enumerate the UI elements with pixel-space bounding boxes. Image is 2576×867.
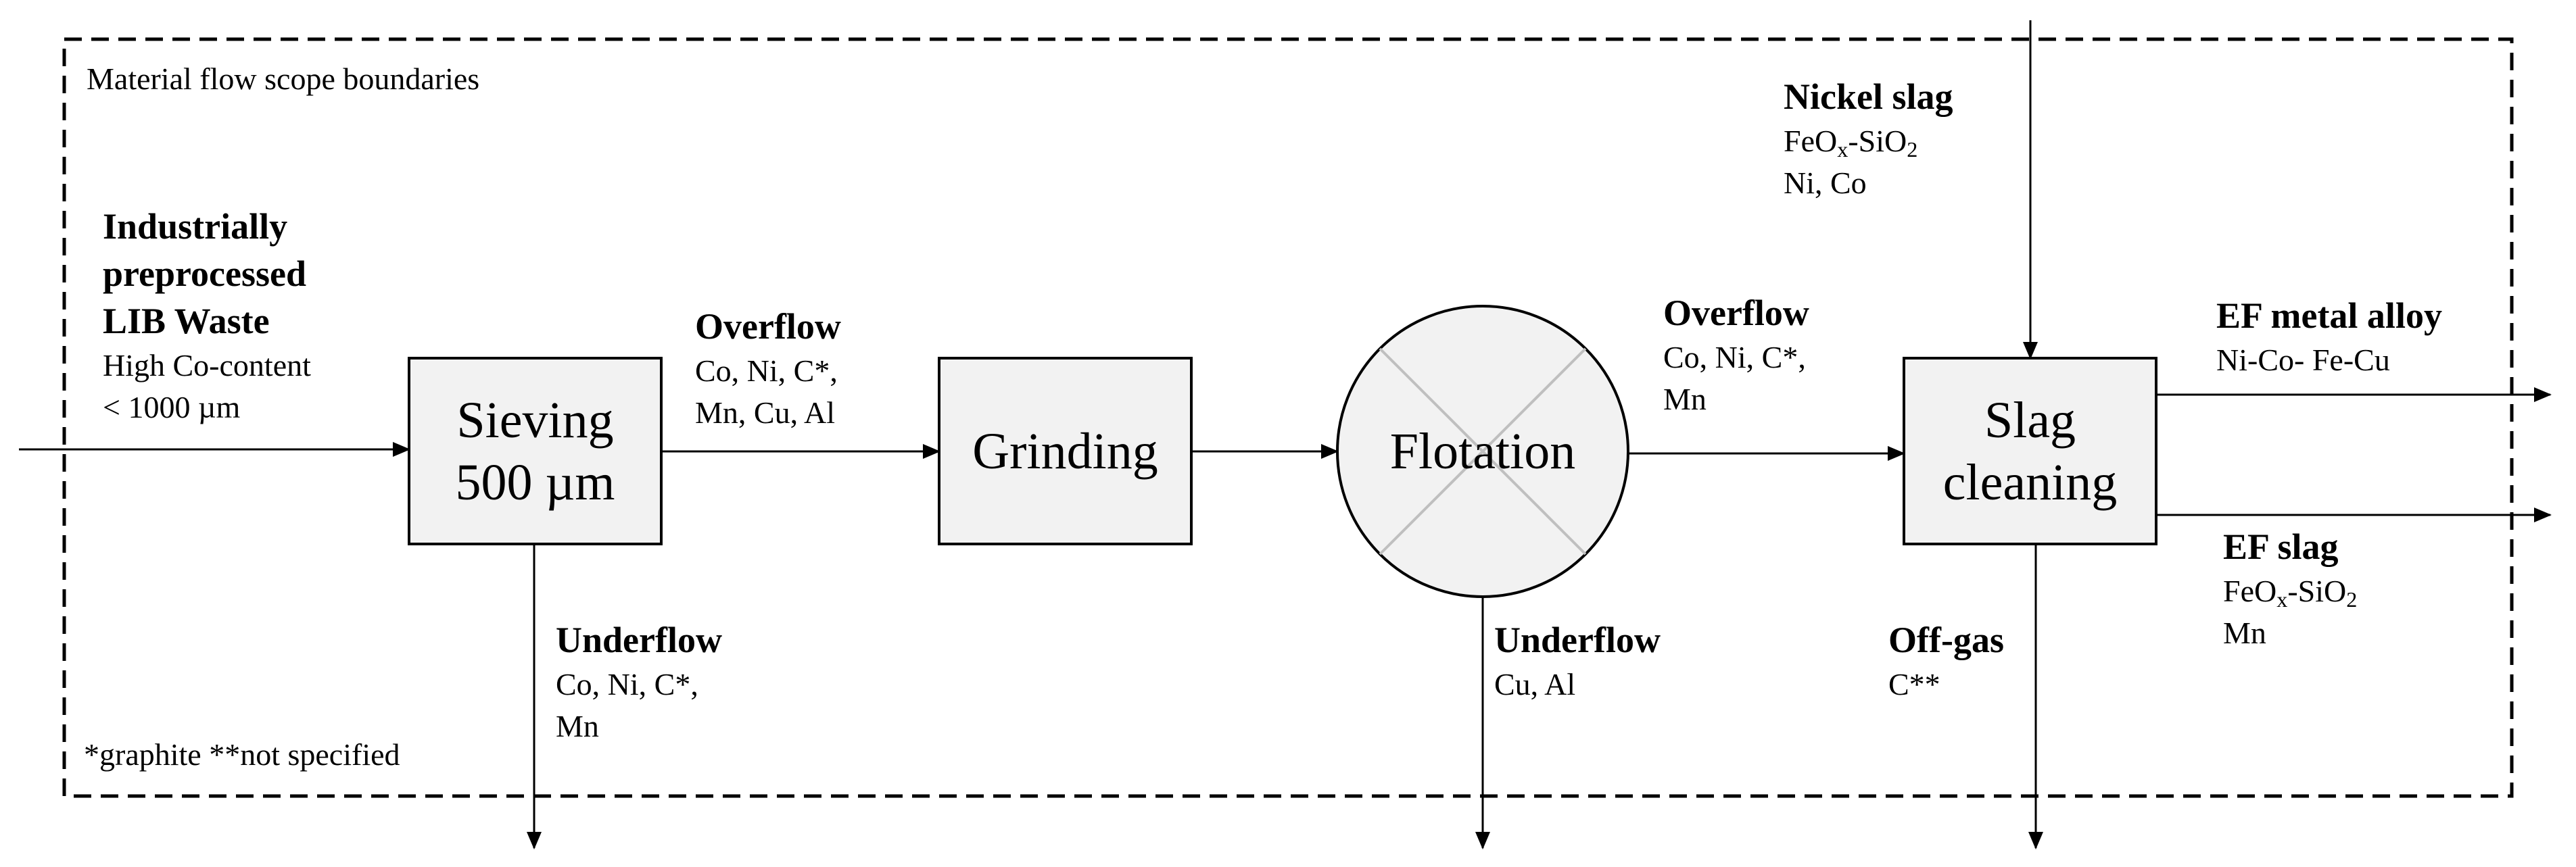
formula-part: -SiO bbox=[2287, 574, 2347, 608]
slag-cleaning-label: Slag cleaning bbox=[1904, 389, 2156, 514]
flotation-underflow-line: Cu, Al bbox=[1494, 667, 1576, 701]
input-detail-line: < 1000 µm bbox=[103, 390, 241, 424]
input-title-line: preprocessed bbox=[103, 253, 306, 294]
sieve-overflow-title: Overflow bbox=[695, 306, 841, 347]
formula-subscript: x bbox=[1837, 137, 1848, 162]
formula-part: FeO bbox=[1784, 124, 1838, 158]
flotation-label: Flotation bbox=[1389, 423, 1576, 480]
ef-slag-title: EF slag bbox=[2223, 526, 2339, 567]
input-detail-line: High Co-content bbox=[103, 348, 311, 382]
sieve-overflow-line: Mn, Cu, Al bbox=[695, 395, 836, 430]
ef-slag-label: EF slag FeOx-SiO2 Mn bbox=[2223, 523, 2357, 654]
sieving-label-line: Sieving bbox=[456, 392, 614, 449]
sieve-overflow-line: Co, Ni, C*, bbox=[695, 353, 838, 388]
input-label: Industrially preprocessed LIB Waste High… bbox=[103, 203, 311, 428]
grinding-label: Grinding bbox=[972, 423, 1158, 480]
offgas-label: Off-gas C** bbox=[1888, 616, 2004, 705]
formula-subscript: x bbox=[2276, 587, 2288, 612]
offgas-line: C** bbox=[1888, 667, 1940, 701]
slag-cleaning-box bbox=[1903, 357, 2157, 545]
input-title-line: Industrially bbox=[103, 206, 288, 247]
sieving-label: Sieving 500 µm bbox=[409, 389, 661, 514]
sieve-underflow-line: Mn bbox=[556, 709, 599, 743]
nickel-slag-title: Nickel slag bbox=[1784, 76, 1953, 117]
ef-alloy-label: EF metal alloy Ni-Co- Fe-Cu bbox=[2216, 292, 2442, 381]
sieve-underflow-line: Co, Ni, C*, bbox=[556, 667, 698, 701]
grinding-box bbox=[938, 357, 1193, 545]
slag-cleaning-label-line: cleaning bbox=[1942, 454, 2118, 511]
flotation-overflow-title: Overflow bbox=[1663, 293, 1809, 333]
flotation-overflow-line: Mn bbox=[1663, 382, 1707, 416]
nickel-slag-line: Ni, Co bbox=[1784, 166, 1867, 200]
flotation-cross-line bbox=[1379, 347, 1587, 555]
slag-cleaning-label-line: Slag bbox=[1984, 392, 2076, 449]
scope-boundary bbox=[62, 37, 2514, 798]
flotation-underflow-title: Underflow bbox=[1494, 620, 1661, 660]
formula-subscript: 2 bbox=[2346, 587, 2358, 612]
footnote: *graphite **not specified bbox=[84, 737, 400, 772]
flotation-overflow-label: Overflow Co, Ni, C*, Mn bbox=[1663, 289, 1809, 420]
sieve-underflow-title: Underflow bbox=[556, 620, 722, 660]
offgas-title: Off-gas bbox=[1888, 620, 2004, 660]
nickel-slag-formula: FeOx-SiO2 bbox=[1784, 120, 1953, 162]
formula-part: FeO bbox=[2223, 574, 2277, 608]
ef-slag-formula: FeOx-SiO2 bbox=[2223, 570, 2357, 612]
ef-alloy-title: EF metal alloy bbox=[2216, 295, 2442, 336]
input-title-line: LIB Waste bbox=[103, 301, 270, 341]
boundary-label: Material flow scope boundaries bbox=[87, 61, 480, 96]
formula-part: -SiO bbox=[1848, 124, 1907, 158]
nickel-slag-label: Nickel slag FeOx-SiO2 Ni, Co bbox=[1784, 73, 1953, 204]
flotation-underflow-label: Underflow Cu, Al bbox=[1494, 616, 1661, 705]
flotation-overflow-line: Co, Ni, C*, bbox=[1663, 340, 1806, 374]
sieve-underflow-label: Underflow Co, Ni, C*, Mn bbox=[556, 616, 722, 747]
sieving-label-line: 500 µm bbox=[455, 454, 615, 511]
ef-alloy-line: Ni-Co- Fe-Cu bbox=[2216, 343, 2390, 377]
formula-subscript: 2 bbox=[1907, 137, 1918, 162]
ef-slag-line: Mn bbox=[2223, 616, 2266, 650]
sieve-overflow-label: Overflow Co, Ni, C*, Mn, Cu, Al bbox=[695, 303, 841, 434]
